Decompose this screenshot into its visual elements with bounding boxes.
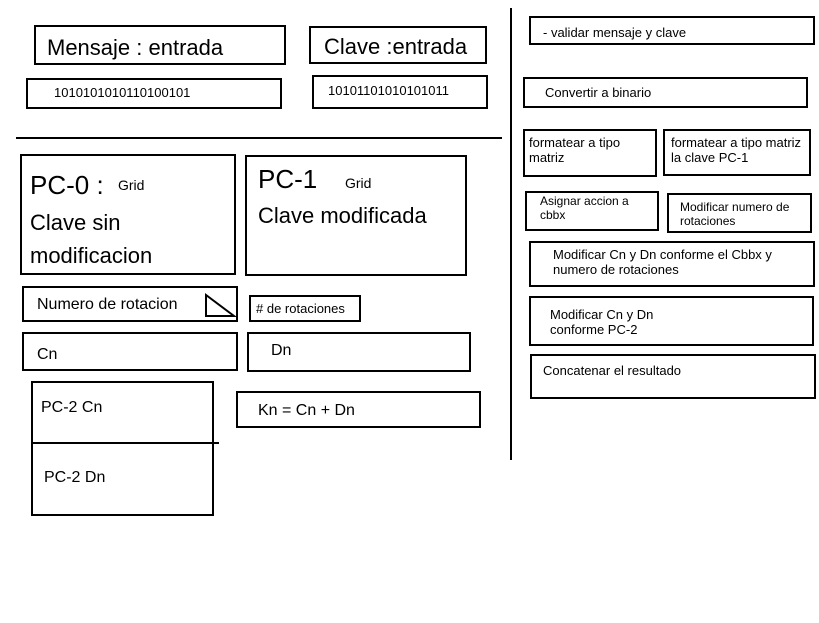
pc0-desc-line1: Clave sin (30, 210, 121, 235)
dn-label: Dn (271, 342, 292, 359)
pc1-grid-label: Grid (345, 175, 372, 191)
horizontal-divider (16, 137, 502, 139)
rotaciones-count-label: # de rotaciones (256, 301, 345, 316)
step-asignar-accion-text: Asignar accion a cbbx (540, 194, 629, 222)
step-convertir-binario: Convertir a binario (523, 77, 808, 108)
clave-binary-value: 10101101010101011 (328, 83, 449, 98)
step-modificar-rotaciones: Modificar numero de rotaciones (667, 193, 812, 233)
step-modificar-cn-dn-cbbx: Modificar Cn y Dn conforme el Cbbx y num… (529, 241, 815, 287)
step-validar: - validar mensaje y clave (529, 16, 815, 45)
step-formatear-pc1-text: formatear a tipo matriz la clave PC-1 (671, 135, 802, 165)
pc0-desc-line2: modificacion (30, 243, 153, 268)
pc0-box: PC-0 : Grid Clave sin modificacion (20, 154, 236, 275)
clave-binary-field[interactable]: 10101101010101011 (312, 75, 488, 109)
cn-label: Cn (37, 346, 58, 363)
pc1-title: PC-1 (258, 164, 318, 194)
pc2-dn-label: PC-2 Dn (44, 469, 106, 486)
mensaje-label: Mensaje : entrada (47, 35, 224, 60)
numero-rotacion-label: Numero de rotacion (37, 296, 178, 313)
step-modificar-cn-dn-cbbx-text: Modificar Cn y Dn conforme el Cbbx y num… (553, 247, 772, 277)
numero-rotacion-select[interactable]: Numero de rotacion (22, 286, 238, 322)
pc0-title: PC-0 : (30, 170, 104, 200)
step-formatear-matriz: formatear a tipo matriz (523, 129, 657, 177)
pc2-separator (31, 442, 219, 444)
mensaje-input-box[interactable]: Mensaje : entrada (34, 25, 286, 65)
step-modificar-rotaciones-text: Modificar numero de rotaciones (680, 200, 790, 228)
step-modificar-cn-dn-pc2: Modificar Cn y Dn conforme PC-2 (529, 296, 814, 346)
clave-input-box[interactable]: Clave :entrada (309, 26, 487, 64)
dn-field[interactable]: Dn (247, 332, 471, 372)
step-concatenar-text: Concatenar el resultado (543, 363, 682, 378)
mensaje-binary-field[interactable]: 1010101010110100101 (26, 78, 282, 109)
pc1-box: PC-1 Grid Clave modificada (245, 155, 467, 276)
step-asignar-accion: Asignar accion a cbbx (525, 191, 659, 231)
kn-field: Kn = Cn + Dn (236, 391, 481, 428)
dropdown-triangle-icon[interactable] (204, 293, 236, 318)
clave-label: Clave :entrada (324, 34, 468, 59)
pc2-cn-label: PC-2 Cn (41, 399, 103, 416)
pc2-box: PC-2 Cn PC-2 Dn (31, 381, 214, 516)
step-validar-text: - validar mensaje y clave (543, 25, 687, 40)
step-modificar-cn-dn-pc2-text: Modificar Cn y Dn conforme PC-2 (550, 307, 654, 337)
cn-field[interactable]: Cn (22, 332, 238, 371)
step-concatenar: Concatenar el resultado (530, 354, 816, 399)
vertical-divider (510, 8, 512, 460)
rotaciones-count-field[interactable]: # de rotaciones (249, 295, 361, 322)
mensaje-binary-value: 1010101010110100101 (54, 85, 191, 100)
step-convertir-binario-text: Convertir a binario (545, 85, 652, 100)
pc1-desc: Clave modificada (258, 203, 427, 228)
kn-label: Kn = Cn + Dn (258, 402, 355, 419)
step-formatear-matriz-text: formatear a tipo matriz (529, 135, 621, 165)
pc0-grid-label: Grid (118, 177, 145, 193)
step-formatear-pc1: formatear a tipo matriz la clave PC-1 (663, 129, 811, 176)
